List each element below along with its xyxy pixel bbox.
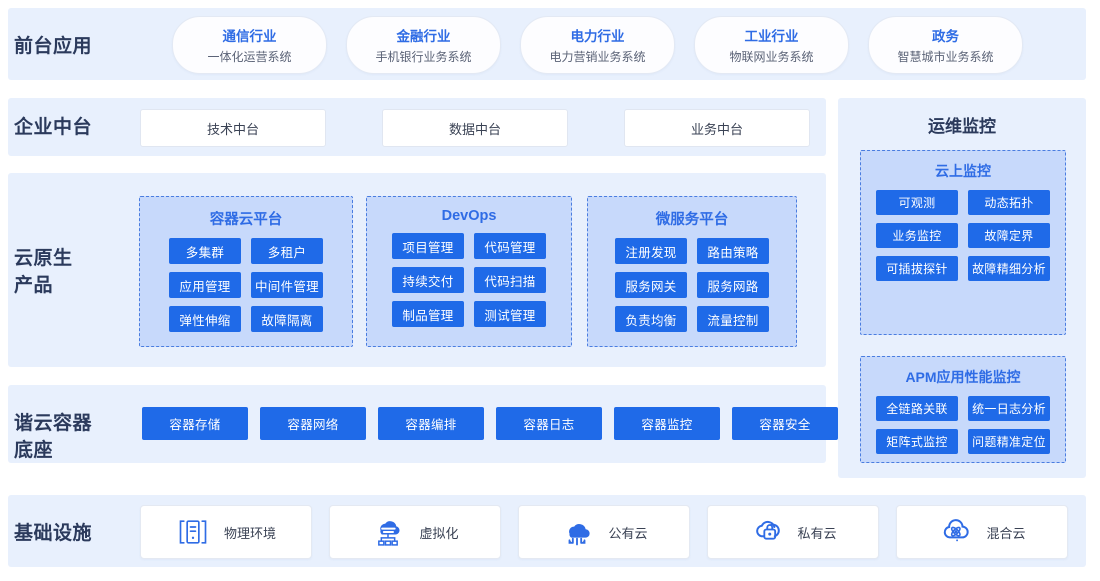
card-title: 通信行业 [222,29,277,44]
tile[interactable]: 可插拔探针 [876,256,958,281]
hybrid-cloud-icon [938,517,972,547]
infra-card-hybrid-cloud[interactable]: 混合云 [896,505,1068,559]
tile[interactable]: 负责均衡 [615,306,687,332]
tile[interactable]: 项目管理 [392,233,464,259]
tile[interactable]: 代码扫描 [474,267,546,293]
tile[interactable]: 矩阵式监控 [876,429,958,454]
server-rack-icon [176,517,210,547]
infra-card-label: 私有云 [797,525,837,541]
tile[interactable]: 故障定界 [968,223,1050,248]
cloud-lock-icon [749,517,783,547]
infra-card-label: 混合云 [986,525,1026,541]
tile[interactable]: 动态拓扑 [968,190,1050,215]
tile[interactable]: 应用管理 [169,272,241,298]
infra-card-label: 物理环境 [223,525,276,541]
tile[interactable]: 流量控制 [697,306,769,332]
tile[interactable]: 测试管理 [474,301,546,327]
group-title: 云上监控 [935,163,991,179]
tile[interactable]: 故障隔离 [251,306,323,332]
tile[interactable]: 中间件管理 [251,272,323,298]
frontend-card-row: 通信行业 一体化运营系统 金融行业 手机银行业务系统 电力行业 电力营销业务系统… [172,16,1023,74]
group-title: APM应用性能监控 [905,369,1021,385]
row-label-cloudnative: 云原生 产品 [14,248,73,296]
containerbase-tile-row: 容器存储 容器网络 容器编排 容器日志 容器监控 容器安全 [142,407,838,440]
row-label-containerbase: 谐云容器 底座 [14,413,93,461]
tile[interactable]: 代码管理 [474,233,546,259]
tile[interactable]: 注册发现 [615,238,687,264]
card-subtitle: 物联网业务系统 [729,50,814,64]
card-subtitle: 电力营销业务系统 [549,50,646,64]
frontend-card-power[interactable]: 电力行业 电力营销业务系统 [520,16,675,74]
tile[interactable]: 问题精准定位 [968,429,1050,454]
card-subtitle: 一体化运营系统 [207,50,292,64]
cloudnative-group-container-cloud: 容器云平台 多集群 多租户 应用管理 中间件管理 弹性伸缩 故障隔离 [139,196,353,347]
card-title: 金融行业 [396,29,451,44]
infra-card-public-cloud[interactable]: 公有云 [518,505,690,559]
tile[interactable]: 容器编排 [378,407,484,440]
frontend-card-industry[interactable]: 工业行业 物联网业务系统 [694,16,849,74]
group-tiles: 注册发现 路由策略 服务网关 服务网路 负责均衡 流量控制 [588,238,796,332]
infra-card-label: 公有云 [608,525,648,541]
frontend-card-finance[interactable]: 金融行业 手机银行业务系统 [346,16,501,74]
frontend-card-government[interactable]: 政务 智慧城市业务系统 [868,16,1023,74]
infra-card-private-cloud[interactable]: 私有云 [707,505,879,559]
frontend-card-telecom[interactable]: 通信行业 一体化运营系统 [172,16,327,74]
tile[interactable]: 弹性伸缩 [169,306,241,332]
tile[interactable]: 容器网络 [260,407,366,440]
group-tiles: 全链路关联 统一日志分析 矩阵式监控 问题精准定位 [861,396,1065,454]
row-label-midplatform: 企业中台 [14,117,93,138]
tile[interactable]: 故障精细分析 [968,256,1050,281]
midplatform-card-row: 技术中台 数据中台 业务中台 [140,109,810,147]
tile[interactable]: 制品管理 [392,301,464,327]
infra-card-physical[interactable]: 物理环境 [140,505,312,559]
infrastructure-card-row: 物理环境 虚拟化 [140,505,1068,559]
monitoring-group-cloud: 云上监控 可观测 动态拓扑 业务监控 故障定界 可插拔探针 故障精细分析 [860,150,1066,335]
cloudnative-group-microservice: 微服务平台 注册发现 路由策略 服务网关 服务网路 负责均衡 流量控制 [587,196,797,347]
monitoring-group-apm: APM应用性能监控 全链路关联 统一日志分析 矩阵式监控 问题精准定位 [860,356,1066,463]
card-subtitle: 智慧城市业务系统 [897,50,994,64]
row-label-frontend: 前台应用 [14,36,93,57]
monitoring-title: 运维监控 [928,117,996,136]
group-title: DevOps [441,208,497,224]
monitoring-panel: 运维监控 云上监控 可观测 动态拓扑 业务监控 故障定界 可插拔探针 故障精细分… [838,98,1086,478]
tile[interactable]: 服务网路 [697,272,769,298]
card-title: 电力行业 [570,29,625,44]
tile[interactable]: 路由策略 [697,238,769,264]
tile[interactable]: 全链路关联 [876,396,958,421]
tile[interactable]: 可观测 [876,190,958,215]
infra-card-virtualization[interactable]: 虚拟化 [329,505,501,559]
cloud-nodes-icon [371,517,405,547]
cloudnative-group-devops: DevOps 项目管理 代码管理 持续交付 代码扫描 制品管理 测试管理 [366,196,572,347]
midplatform-card-business[interactable]: 业务中台 [624,109,810,147]
card-title: 政务 [932,29,959,44]
group-tiles: 项目管理 代码管理 持续交付 代码扫描 制品管理 测试管理 [367,233,571,327]
tile[interactable]: 多租户 [251,238,323,264]
group-title: 微服务平台 [655,212,729,228]
card-title: 工业行业 [744,29,799,44]
tile[interactable]: 服务网关 [615,272,687,298]
midplatform-card-tech[interactable]: 技术中台 [140,109,326,147]
card-subtitle: 手机银行业务系统 [375,50,472,64]
group-title: 容器云平台 [209,212,283,228]
group-tiles: 可观测 动态拓扑 业务监控 故障定界 可插拔探针 故障精细分析 [861,190,1065,281]
tile[interactable]: 容器存储 [142,407,248,440]
group-tiles: 多集群 多租户 应用管理 中间件管理 弹性伸缩 故障隔离 [140,238,352,332]
midplatform-card-data[interactable]: 数据中台 [382,109,568,147]
tile[interactable]: 持续交付 [392,267,464,293]
tile[interactable]: 业务监控 [876,223,958,248]
public-cloud-icon [560,517,594,547]
tile[interactable]: 容器监控 [614,407,720,440]
tile[interactable]: 容器安全 [732,407,838,440]
tile[interactable]: 统一日志分析 [968,396,1050,421]
row-label-infrastructure: 基础设施 [14,523,93,544]
tile[interactable]: 容器日志 [496,407,602,440]
infra-card-label: 虚拟化 [419,525,459,541]
tile[interactable]: 多集群 [169,238,241,264]
